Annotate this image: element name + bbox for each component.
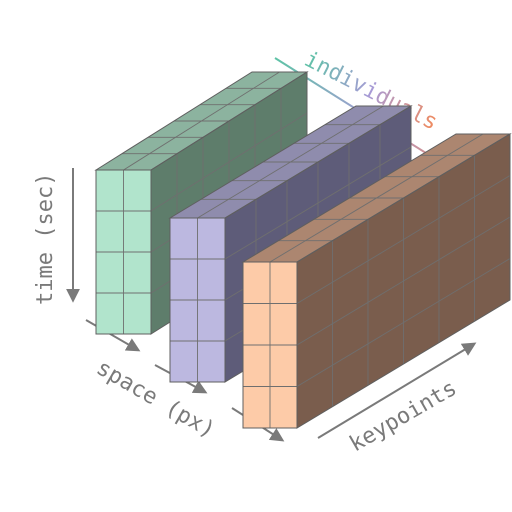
grid-line	[150, 112, 308, 212]
grid-line	[296, 175, 511, 304]
grid-line	[296, 258, 511, 387]
individual-block-orange	[241, 133, 512, 429]
side-outline	[296, 133, 511, 429]
grid-line	[224, 146, 412, 260]
time-label: time (sec)	[33, 173, 58, 305]
keypoints-arrow	[317, 342, 477, 439]
space-arrow-1	[85, 319, 141, 352]
individual-blocks	[94, 71, 512, 429]
grid-line	[296, 216, 511, 346]
